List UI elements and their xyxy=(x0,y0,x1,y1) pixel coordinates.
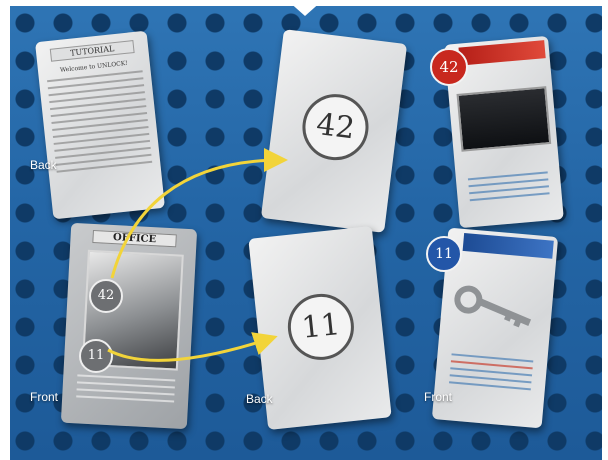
office-badge-11: 11 xyxy=(79,339,113,373)
back-label-middle: Back xyxy=(246,392,273,406)
front-label-right: Front xyxy=(424,390,452,404)
front-card-11-banner xyxy=(463,233,554,259)
top-notch xyxy=(287,0,323,16)
tutorial-card-title: TUTORIAL xyxy=(50,40,135,62)
tutorial-card-text xyxy=(39,69,160,173)
front-card-11-text xyxy=(441,348,542,396)
office-badge-42: 42 xyxy=(89,279,123,313)
front-card-42-text xyxy=(459,166,558,207)
key-icon xyxy=(449,272,544,340)
front-label-left: Front xyxy=(30,390,58,404)
tutorial-card[interactable]: TUTORIAL Welcome to UNLOCK! xyxy=(35,31,165,220)
front-card-42-banner xyxy=(458,40,545,65)
back-card-42[interactable]: 42 xyxy=(261,29,407,233)
back-card-11-circle: 11 xyxy=(285,291,358,364)
front-card-11-badge: 11 xyxy=(426,236,462,272)
front-card-42-badge: 42 xyxy=(430,48,468,86)
front-card-42-image xyxy=(457,86,552,152)
back-card-42-circle: 42 xyxy=(299,90,373,164)
back-card-42-number: 42 xyxy=(314,107,356,146)
back-label-left: Back xyxy=(30,158,57,172)
office-card-title: OFFICE xyxy=(92,230,177,247)
office-card[interactable]: OFFICE xyxy=(61,223,197,429)
back-card-11-number: 11 xyxy=(300,307,342,346)
office-card-text xyxy=(68,369,184,408)
front-card-11-key-image xyxy=(449,272,544,340)
